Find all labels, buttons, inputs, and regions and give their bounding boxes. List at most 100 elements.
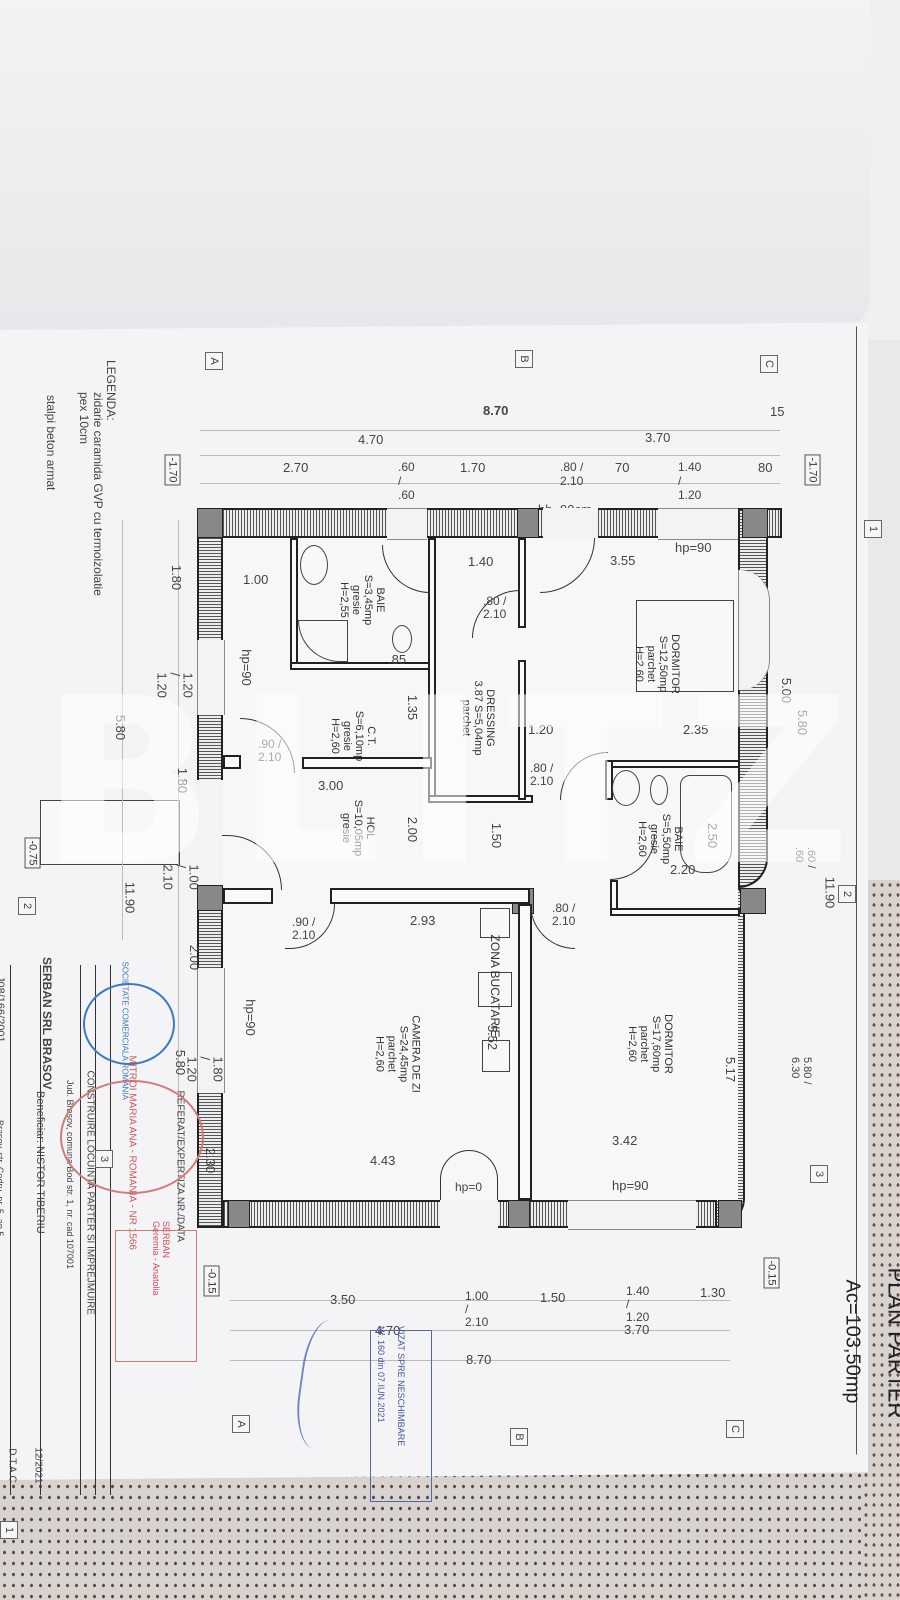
axis-marker-2: 2	[18, 897, 36, 915]
door-dim: .80 / 2.10	[552, 901, 576, 928]
partition-wall	[518, 904, 532, 1200]
column	[508, 1200, 530, 1228]
level-marker: -1.70	[164, 454, 181, 486]
toilet-icon	[392, 625, 412, 653]
room-label-bathroom-1: BAIE S=3,45mp gresie H=2,55	[338, 574, 386, 626]
plan-area: Ac=103,50mp	[841, 1279, 864, 1404]
plan-title: PLAN PARTER	[883, 1267, 900, 1419]
axis-marker-1-right: 1	[864, 520, 882, 538]
beneficiary: Beneficiar: NISTOR TIBERIU	[34, 1091, 46, 1234]
column	[740, 888, 766, 914]
dim-top-b-c: 3.70	[645, 430, 671, 445]
partition-wall	[518, 538, 526, 628]
window-opening	[658, 508, 738, 540]
partition-wall	[610, 908, 740, 916]
level-marker: -0.75	[24, 837, 41, 869]
dim-top-opening: .60 / .60	[398, 460, 415, 502]
bed-icon	[636, 600, 734, 692]
partition-wall	[302, 757, 432, 769]
door-dim: .90 / 2.10	[292, 915, 316, 942]
dim-interior: 1.20	[528, 722, 554, 737]
dim-interior: 2.20	[670, 862, 696, 877]
dimension-line	[230, 1360, 730, 1361]
architect-stamp: MITROI MARIA ANA - ROMANIA - NR 1566	[60, 1056, 204, 1250]
dim-top-opening: 1.70	[460, 460, 486, 475]
dim-interior: 5.52	[485, 1024, 501, 1051]
axis-marker-a: A	[205, 352, 223, 370]
axis-marker-3-right: 3	[810, 1165, 828, 1183]
sink-icon	[612, 770, 640, 806]
dim-interior: 4.43	[370, 1153, 396, 1168]
entrance-door-opening	[197, 780, 223, 885]
kitchen-appliance-icon	[478, 972, 512, 1007]
dim-top-door: .80 / 2.10	[560, 460, 584, 488]
partition-wall	[290, 538, 298, 666]
cooktop-icon	[482, 1040, 510, 1072]
window-opening	[738, 570, 770, 690]
room-label-living-room: CAMERA DE ZI S=24,45mp parchet H=2,60	[373, 1015, 422, 1093]
door-dim: .90 / 2.10	[258, 737, 282, 764]
dimension-line	[122, 520, 123, 940]
dim-top-opening: 80	[758, 460, 773, 475]
legend-heading: LEGENDA:	[104, 360, 118, 421]
tablecloth-bottom	[0, 1470, 900, 1600]
dimension-line	[178, 520, 179, 1220]
address: Brasov, str. Codru, nr. 5, ap.5	[0, 1120, 5, 1237]
dim-interior: 3.42	[612, 1133, 638, 1148]
window-opening	[197, 640, 225, 715]
dim-bottom-window: 1.40 / 1.20	[626, 1284, 650, 1324]
window-opening	[568, 1200, 696, 1230]
dim-left: 1.80	[169, 564, 185, 591]
dimension-line	[200, 430, 780, 431]
partition-wall	[428, 795, 533, 803]
dim-interior: hp=0	[455, 1180, 483, 1194]
dim-top-offset: 15	[770, 404, 785, 419]
dim-interior: 1.40	[468, 554, 494, 569]
dim-bottom-opening: 3.50	[330, 1292, 356, 1307]
dim-left: 5.80	[173, 1049, 189, 1076]
dim-top-window: 1.40 / 1.20	[678, 460, 702, 502]
architect-license-stamp: Geremia - Anatolia SERBAN	[115, 1221, 197, 1362]
entrance-steps	[40, 800, 180, 865]
axis-marker-1: 1	[0, 1521, 18, 1539]
dim-bottom-b-c: 3.70	[624, 1322, 650, 1337]
dim-bottom-opening: 1.30	[700, 1285, 726, 1300]
dim-overall-bottom: 8.70	[466, 1352, 492, 1367]
phase: D.T.A.C	[6, 1448, 18, 1483]
dim-interior: hp=90	[675, 540, 712, 555]
column	[718, 1200, 742, 1228]
dim-top-opening: 70	[615, 460, 630, 475]
window-opening	[197, 968, 225, 1093]
dimension-line	[230, 1330, 730, 1331]
dim-right: 5.17	[723, 1056, 739, 1083]
bathtub-icon	[680, 775, 732, 873]
partition-wall	[330, 888, 530, 904]
column	[742, 508, 768, 538]
partition-wall	[518, 660, 526, 800]
dim-bottom-door: 1.00 / 2.10	[465, 1289, 489, 1329]
axis-marker-c: C	[760, 355, 778, 373]
kitchen-sink-icon	[480, 908, 510, 938]
dimension-line	[200, 455, 780, 456]
dim-bottom-opening: 1.50	[540, 1290, 566, 1305]
title-block: CONSTRUIRE LOCUINTA PARTER SI IMPREJMUIR…	[0, 957, 186, 1495]
blank-page-top	[0, 0, 870, 335]
company-reg-no: J08/166/2001	[0, 976, 6, 1043]
dim-interior: 3.00	[318, 778, 344, 793]
dim-interior: hp=90	[612, 1178, 649, 1193]
sink-icon	[300, 545, 328, 585]
dimension-line	[230, 1300, 730, 1301]
level-marker: -0.15	[763, 1257, 780, 1289]
dim-top-a-b: 4.70	[358, 432, 384, 447]
axis-marker-b-bottom: B	[510, 1428, 528, 1446]
approval-stamp: VIZAT SPRE NESCHIMBARE Nr. 160 din 07.IU…	[370, 1326, 432, 1502]
legend-item-column: stalpi beton armat	[44, 395, 58, 491]
watermark: BLITZ	[40, 650, 872, 917]
door-dim: .80 / 2.10	[483, 594, 507, 621]
level-marker: -1.70	[804, 454, 821, 486]
room-label-bedroom-2: DORMITOR S=17,60mp parchet H=2,60	[626, 1014, 674, 1074]
dim-interior: 2.93	[410, 913, 436, 928]
dim-left: 1.80 / 1.20	[184, 1056, 226, 1082]
dim-left: 2.00	[187, 944, 203, 971]
tablecloth-right	[862, 880, 900, 1600]
